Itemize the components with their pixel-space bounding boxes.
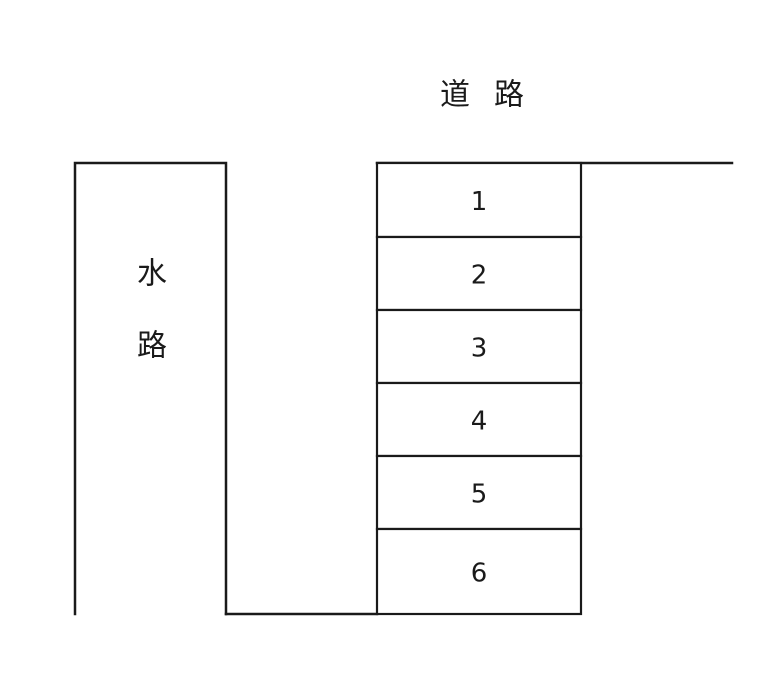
lot-number: 6 bbox=[471, 559, 488, 589]
lot-3: 3 bbox=[375, 308, 583, 385]
lot-box bbox=[375, 161, 583, 239]
waterway-label: 水 路 bbox=[137, 257, 167, 364]
lot-1: 1 bbox=[375, 161, 583, 239]
road-label-char-2: 路 bbox=[494, 78, 524, 113]
lot-number: 3 bbox=[471, 334, 488, 364]
waterway-boundary bbox=[73, 161, 228, 616]
lot-2: 2 bbox=[375, 235, 583, 312]
lot-box bbox=[375, 527, 583, 616]
lots-group: 1 2 3 4 5 6 bbox=[375, 161, 583, 616]
lot-box bbox=[375, 235, 583, 312]
lot-number: 5 bbox=[471, 480, 488, 510]
lot-box bbox=[375, 454, 583, 531]
lot-number: 1 bbox=[471, 187, 488, 217]
lot-5: 5 bbox=[375, 454, 583, 531]
lot-number: 2 bbox=[471, 261, 488, 291]
waterway-label-char-2: 路 bbox=[137, 329, 167, 364]
lot-6: 6 bbox=[375, 527, 583, 616]
lot-box bbox=[375, 308, 583, 385]
lot-number: 4 bbox=[471, 407, 488, 437]
waterway-label-char-1: 水 bbox=[137, 257, 167, 292]
lot-4: 4 bbox=[375, 381, 583, 458]
road-label-char-1: 道 bbox=[440, 78, 470, 113]
road-label: 道 路 bbox=[440, 78, 524, 113]
lot-box bbox=[375, 381, 583, 458]
